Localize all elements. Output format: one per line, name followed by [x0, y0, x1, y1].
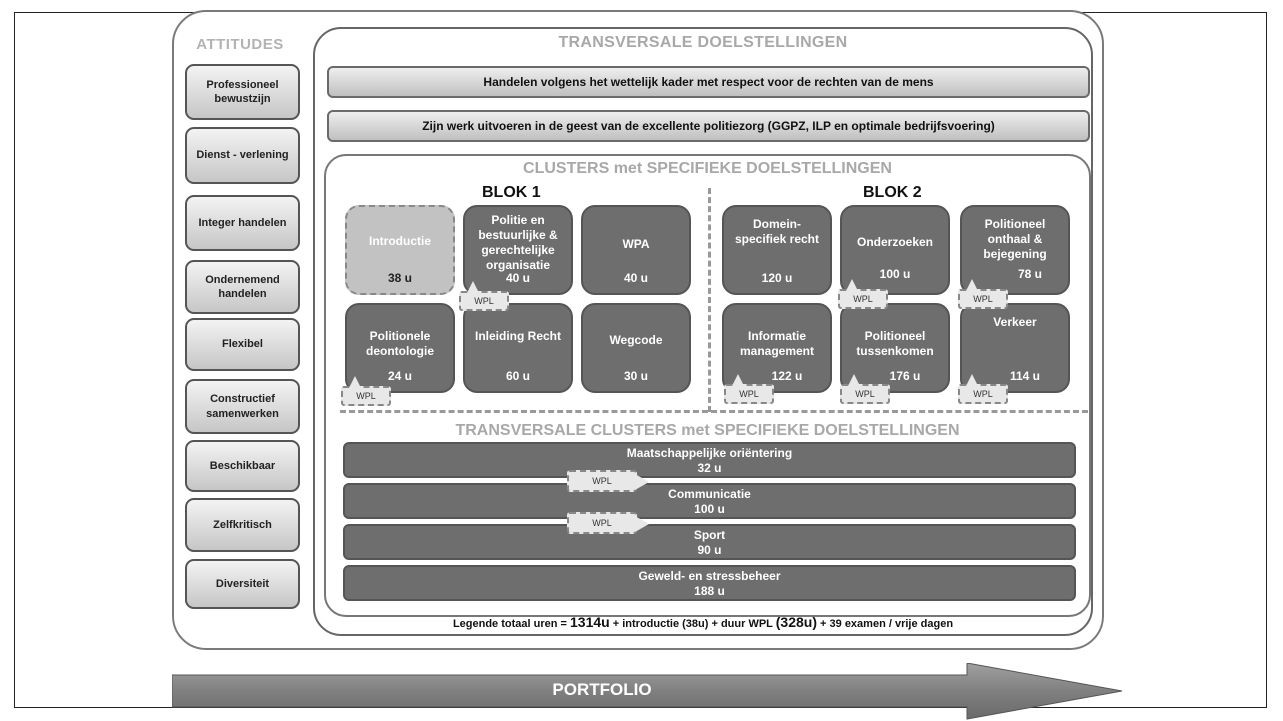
- wpl-callout: WPL: [838, 279, 888, 309]
- module-hours: 78 u: [1017, 267, 1042, 281]
- module-name: Inleiding Recht: [474, 329, 561, 343]
- cluster-hours: 90 u: [697, 543, 722, 557]
- cluster-hours: 32 u: [697, 461, 722, 475]
- legend: Legende totaal uren = 1314u + introducti…: [313, 614, 1093, 630]
- module-name: Informatie management: [739, 329, 815, 358]
- module-hours: 122 u: [771, 369, 803, 383]
- wpl-callout: WPL: [341, 376, 391, 406]
- attitude-flexibel: Flexibel: [185, 318, 300, 371]
- wpl-callout: WPL: [459, 281, 509, 311]
- module-hours: 40 u: [505, 271, 530, 285]
- wpl-callout: WPL: [840, 374, 890, 404]
- module-name: Onderzoeken: [856, 235, 934, 249]
- module-onderzoeken: Onderzoeken 100 u: [840, 205, 950, 295]
- wpl-callout: WPL: [567, 470, 649, 492]
- legend-part2: + introductie (38u) + duur WPL: [612, 618, 773, 630]
- module-name: Verkeer: [993, 315, 1037, 329]
- cluster-name: Geweld- en stressbeheer: [638, 569, 781, 583]
- attitudes-title: ATTITUDES: [196, 36, 284, 53]
- legend-wpl-total: (328u): [775, 614, 817, 630]
- cluster-sport: Sport 90 u: [343, 524, 1076, 560]
- attitude-dienstverlening: Dienst - verlening: [185, 127, 300, 184]
- legend-part3: + 39 examen / vrije dagen: [820, 618, 954, 630]
- wpl-callout: WPL: [724, 374, 774, 404]
- module-name: Politioneel tussenkomen: [856, 329, 934, 358]
- cluster-communicatie: Communicatie 100 u: [343, 483, 1076, 519]
- attitude-constructief-samenwerken: Constructief samenwerken: [185, 379, 300, 434]
- attitude-zelfkritisch: Zelfkritisch: [185, 498, 300, 552]
- blok-divider-vertical: [708, 188, 711, 412]
- attitude-integer-handelen: Integer handelen: [185, 195, 300, 251]
- goal-excellent-policing: Zijn werk uitvoeren in de geest van de e…: [327, 110, 1090, 142]
- module-introductie: Introductie 38 u: [345, 205, 455, 295]
- transversal-goals-title: TRANSVERSALE DOELSTELLINGEN: [558, 34, 848, 51]
- attitude-ondernemend-handelen: Ondernemend handelen: [185, 260, 300, 314]
- module-wpa: WPA 40 u: [581, 205, 691, 295]
- wpl-callout: WPL: [958, 374, 1008, 404]
- goal-legal-framework: Handelen volgens het wettelijk kader met…: [327, 66, 1090, 98]
- module-verkeer: Verkeer 114 u: [960, 303, 1070, 393]
- cluster-hours: 188 u: [694, 584, 725, 598]
- module-name: Politionele deontologie: [366, 329, 434, 358]
- legend-total: 1314u: [570, 614, 610, 630]
- module-name: Politie en bestuurlijke & gerechtelijke …: [478, 213, 558, 272]
- module-hours: 114 u: [1009, 369, 1041, 383]
- module-name: Wegcode: [609, 333, 663, 347]
- cluster-hours: 100 u: [694, 502, 725, 516]
- portfolio-arrow: [172, 663, 1123, 720]
- blok-divider-horizontal: [340, 410, 1088, 413]
- module-inleiding-recht: Inleiding Recht 60 u: [463, 303, 573, 393]
- module-hours: 60 u: [505, 369, 530, 383]
- module-politioneel-onthaal: Politioneel onthaal & bejegening 78 u: [960, 205, 1070, 295]
- attitude-professioneel-bewustzijn: Professioneel bewustzijn: [185, 64, 300, 120]
- module-domeinspecifiek-recht: Domein-specifiek recht 120 u: [722, 205, 832, 295]
- cluster-name: Maatschappelijke oriëntering: [626, 446, 793, 460]
- wpl-callout: WPL: [958, 279, 1008, 309]
- module-wegcode: Wegcode 30 u: [581, 303, 691, 393]
- module-hours: 100 u: [879, 267, 911, 281]
- module-hours: 176 u: [889, 369, 921, 383]
- module-name: Introductie: [369, 234, 431, 248]
- module-hours: 30 u: [623, 369, 648, 383]
- module-name: Politioneel onthaal & bejegening: [983, 217, 1047, 261]
- portfolio-label: PORTFOLIO: [552, 680, 652, 699]
- module-politie-organisatie: Politie en bestuurlijke & gerechtelijke …: [463, 205, 573, 295]
- module-politionele-deontologie: Politionele deontologie 24 u: [345, 303, 455, 393]
- cluster-geweld-stressbeheer: Geweld- en stressbeheer 188 u: [343, 565, 1076, 601]
- module-hours: 24 u: [387, 369, 412, 383]
- cluster-maatschappelijke-orientering: Maatschappelijke oriëntering 32 u: [343, 442, 1076, 478]
- attitude-diversiteit: Diversiteit: [185, 559, 300, 609]
- blok-1-label: BLOK 1: [482, 184, 541, 201]
- module-hours: 38 u: [387, 271, 412, 285]
- wpl-callout: WPL: [567, 512, 649, 534]
- legend-prefix: Legende totaal uren =: [452, 618, 567, 630]
- transversal-clusters-title: TRANSVERSALE CLUSTERS met SPECIFIEKE DOE…: [455, 422, 960, 439]
- module-hours: 120 u: [761, 271, 793, 285]
- attitude-beschikbaar: Beschikbaar: [185, 440, 300, 492]
- cluster-name: Communicatie: [668, 487, 751, 501]
- module-name: WPA: [622, 237, 650, 251]
- clusters-title: CLUSTERS met SPECIFIEKE DOELSTELLINGEN: [523, 160, 892, 177]
- blok-2-label: BLOK 2: [863, 184, 922, 201]
- module-hours: 40 u: [623, 271, 648, 285]
- cluster-name: Sport: [693, 528, 726, 542]
- module-name: Domein-specifiek recht: [734, 217, 820, 246]
